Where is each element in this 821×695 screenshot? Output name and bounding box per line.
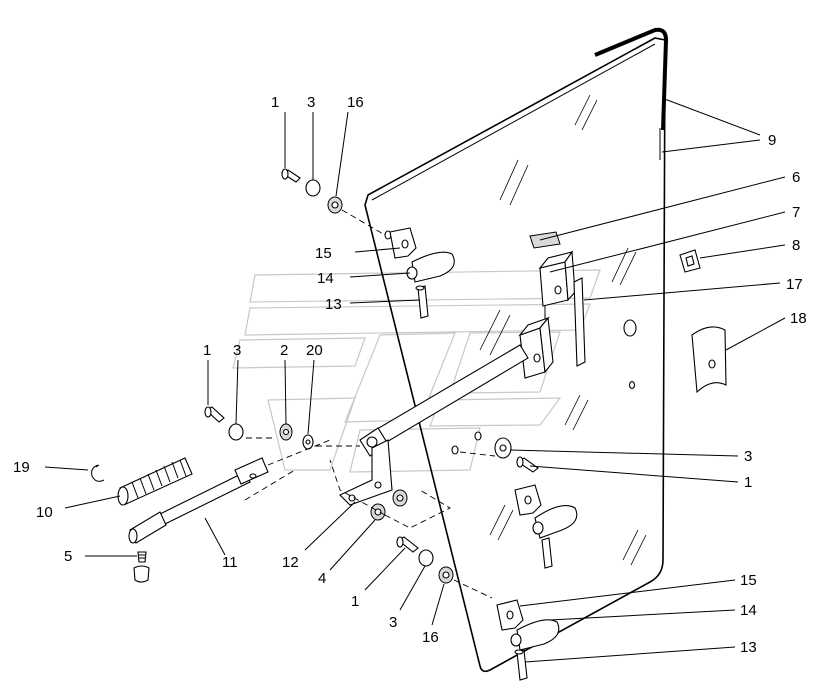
pin-part-5	[133, 551, 150, 583]
callout-1-upper: 1	[271, 94, 279, 111]
worm-gear-part-10	[117, 457, 193, 506]
callout-18: 18	[790, 310, 807, 327]
callout-14-upper: 14	[317, 270, 334, 287]
callout-3-upper: 3	[307, 94, 315, 111]
right-fasteners	[451, 431, 539, 473]
callout-15-lower: 15	[740, 572, 757, 589]
shaft-part-11	[128, 439, 331, 544]
cap-part-18	[691, 326, 727, 394]
circlip-part-19	[91, 464, 105, 482]
label-sticker-part-6	[529, 231, 561, 249]
watermark-logo	[232, 269, 601, 473]
callout-5: 5	[64, 548, 72, 565]
middle-hinge-set	[514, 484, 578, 569]
rollers-part-4	[329, 459, 451, 529]
callout-7: 7	[792, 204, 800, 221]
left-fasteners	[204, 406, 360, 450]
callout-1-right: 1	[744, 474, 752, 491]
callout-9: 9	[768, 132, 776, 149]
callout-3-right: 3	[744, 448, 752, 465]
lifter-block	[518, 316, 554, 379]
callout-16-upper: 16	[347, 94, 364, 111]
upper-fasteners	[280, 168, 386, 236]
callout-13-upper: 13	[325, 296, 342, 313]
callout-17: 17	[786, 276, 803, 293]
lifter-bracket-part-7	[534, 250, 576, 324]
callout-6: 6	[792, 169, 800, 186]
window-glass	[364, 37, 666, 673]
leader-lines	[44, 97, 786, 663]
callout-11: 11	[222, 554, 238, 571]
callout-13-lower: 13	[740, 639, 757, 656]
callout-16-lower: 16	[422, 629, 439, 646]
lifter-arm	[359, 344, 529, 457]
callout-1-lower: 1	[351, 593, 359, 610]
callout-8: 8	[792, 237, 800, 254]
callout-labels: 9 6 7 8 17 18 1 3 16 15 14 13 1 3 2 20 1…	[13, 94, 807, 656]
callout-20: 20	[306, 342, 323, 359]
lower-fasteners	[396, 536, 493, 599]
channel-seal-part-9	[594, 27, 669, 160]
upper-hinge-set	[389, 227, 455, 319]
clip-part-8	[679, 249, 701, 273]
callout-14-lower: 14	[740, 602, 757, 619]
callout-10: 10	[36, 504, 53, 521]
lower-hinge-set	[496, 599, 560, 681]
guide-strip-part-17	[573, 277, 586, 367]
callout-15-upper: 15	[315, 245, 332, 262]
callout-12: 12	[282, 554, 299, 571]
callout-3-left: 3	[233, 342, 241, 359]
callout-4: 4	[318, 570, 326, 587]
callout-2: 2	[280, 342, 288, 359]
callout-1-left: 1	[203, 342, 211, 359]
callout-19: 19	[13, 459, 30, 476]
callout-3-lower: 3	[389, 614, 397, 631]
